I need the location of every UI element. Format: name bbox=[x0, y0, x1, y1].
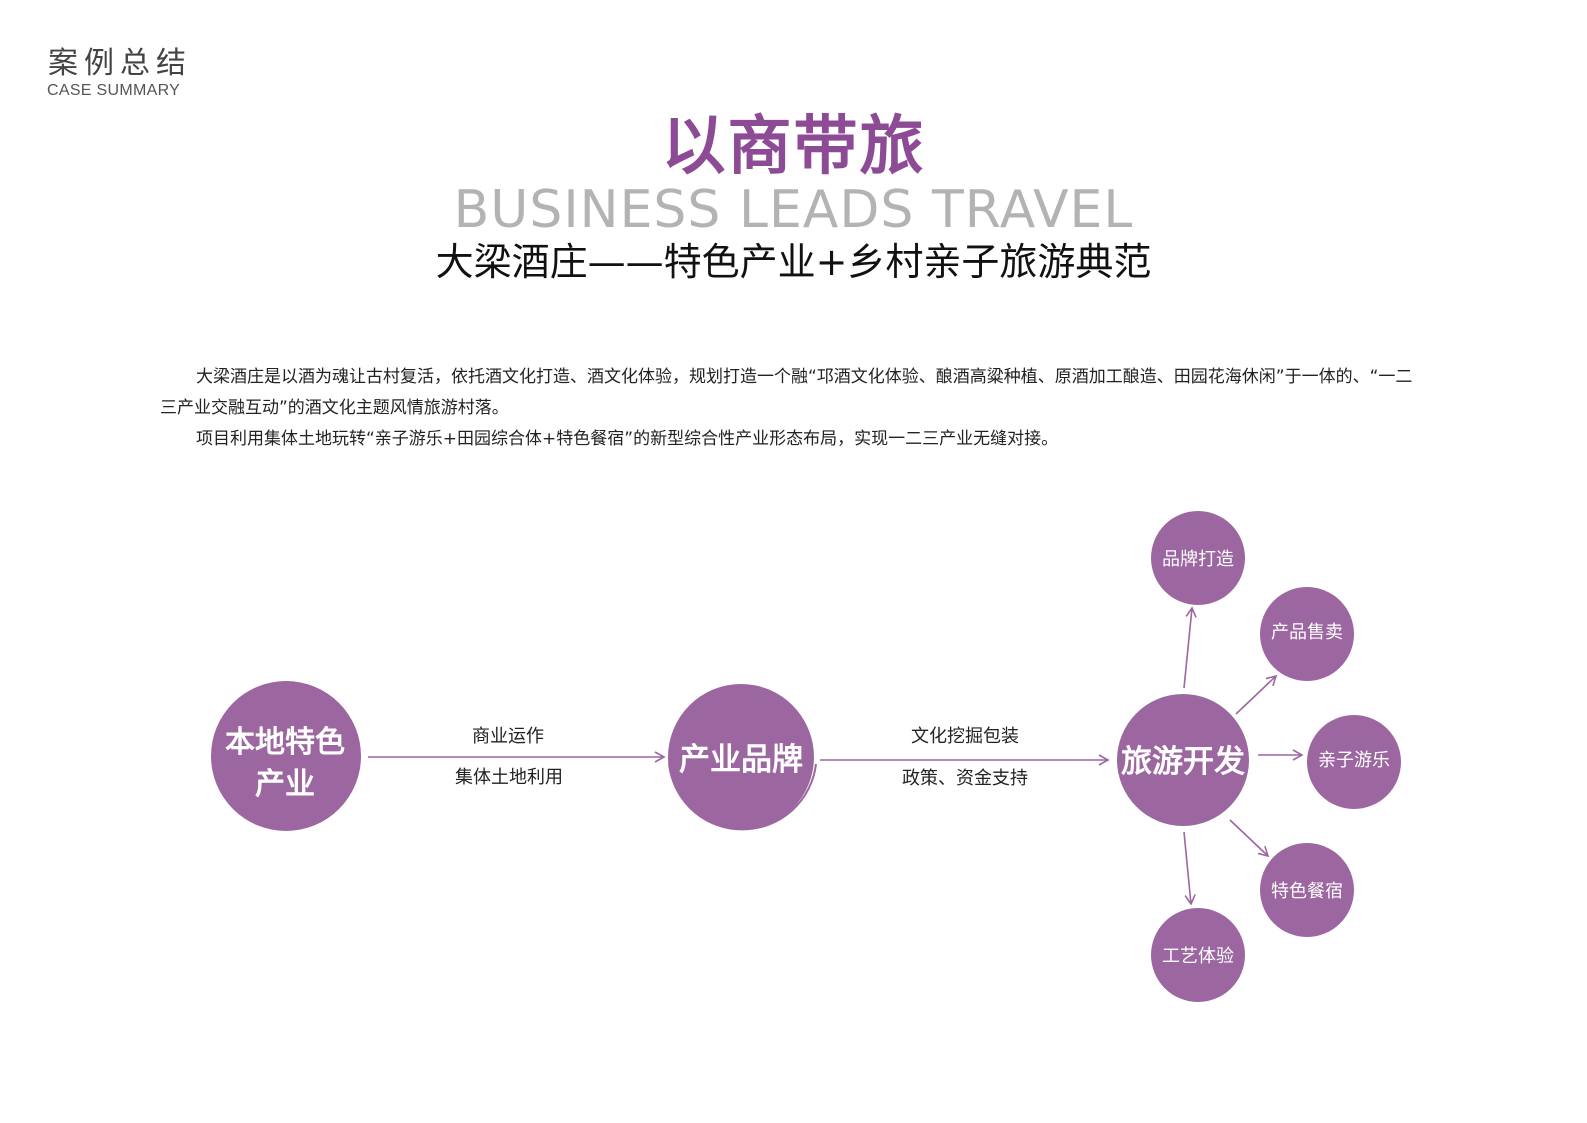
intro-paragraph-2: 项目利用集体土地玩转“亲子游乐+田园综合体+特色餐宿”的新型综合性产业形态布局，… bbox=[196, 429, 1059, 449]
main-title-english: BUSINESS LEADS TRAVEL bbox=[453, 180, 1134, 240]
branch-node-craft-experience: 工艺体验 bbox=[1151, 908, 1245, 1002]
intro-text: 大梁酒庄是以酒为魂让古村复活，依托酒文化打造、酒文化体验，规划打造一个融“邛酒文… bbox=[160, 362, 1422, 455]
node-tourism-development-label: 旅游开发 bbox=[1121, 744, 1245, 780]
edge1-label-top: 商业运作 bbox=[472, 726, 544, 747]
intro-paragraph-1: 大梁酒庄是以酒为魂让古村复活，依托酒文化打造、酒文化体验，规划打造一个融“邛酒文… bbox=[160, 367, 1413, 418]
branch-arrow-craft bbox=[1183, 831, 1196, 906]
case-subtitle: 大梁酒庄——特色产业+乡村亲子旅游典范 bbox=[435, 240, 1152, 284]
branch-node-family-fun: 亲子游乐 bbox=[1307, 715, 1401, 809]
node-industry-brand: 产业品牌 bbox=[668, 684, 817, 831]
section-subtitle: CASE SUMMARY bbox=[47, 82, 181, 99]
node-tourism-development: 旅游开发 bbox=[1117, 694, 1249, 826]
branch-arrow-dining bbox=[1229, 819, 1270, 858]
section-title: 案例总结 bbox=[48, 46, 192, 81]
edge2-label-top: 文化挖掘包装 bbox=[911, 726, 1019, 747]
node-industry-brand-label: 产业品牌 bbox=[679, 742, 803, 778]
node-local-industry-line1: 本地特色 bbox=[225, 725, 345, 760]
branch-arrow-product bbox=[1235, 674, 1278, 715]
branch-node-dining-lodging: 特色餐宿 bbox=[1260, 843, 1354, 937]
branch-label-dining-lodging: 特色餐宿 bbox=[1271, 881, 1343, 902]
branch-arrow-brand bbox=[1183, 606, 1197, 689]
branch-node-brand-building: 品牌打造 bbox=[1151, 511, 1245, 605]
branch-node-product-sales: 产品售卖 bbox=[1260, 587, 1354, 681]
branch-label-family-fun: 亲子游乐 bbox=[1318, 750, 1390, 771]
industry-tourism-flow-diagram: 商业运作 集体土地利用 文化挖掘包装 政策、资金支持 本地特色 产业 产业品牌 … bbox=[211, 511, 1401, 1002]
branch-label-brand-building: 品牌打造 bbox=[1162, 549, 1234, 570]
edge2-label-bottom: 政策、资金支持 bbox=[902, 768, 1028, 789]
branch-label-product-sales: 产品售卖 bbox=[1271, 622, 1343, 643]
node-local-industry: 本地特色 产业 bbox=[211, 681, 361, 831]
node-local-industry-line2: 产业 bbox=[255, 767, 315, 802]
main-title: 以商带旅 bbox=[661, 110, 926, 184]
edge1-label-bottom: 集体土地利用 bbox=[455, 767, 563, 788]
branch-label-craft-experience: 工艺体验 bbox=[1162, 946, 1234, 967]
